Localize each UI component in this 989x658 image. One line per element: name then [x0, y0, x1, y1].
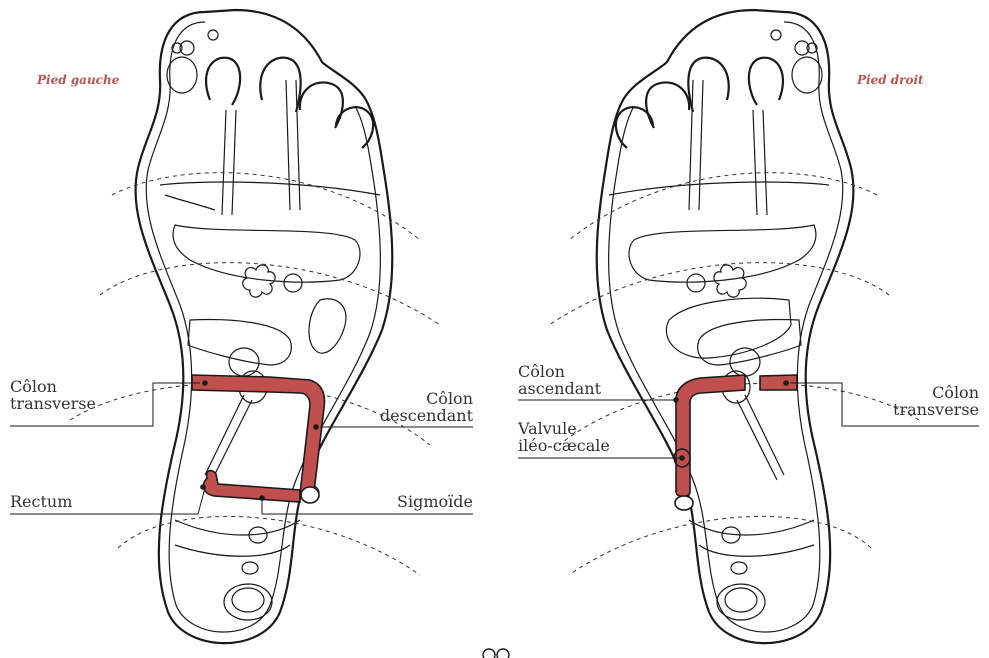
label-left-sigmoide: Sigmoïde — [370, 493, 473, 510]
left-colon-sigmoid-band — [203, 471, 300, 502]
left-colon-path — [192, 375, 324, 503]
label-line: Côlon — [518, 363, 601, 380]
label-right-colon-transverse: Côlon transverse — [870, 384, 979, 418]
label-left-colon-descendant: Côlon descendant — [370, 390, 473, 424]
label-line: iléo-cæcale — [518, 437, 610, 454]
label-line: Côlon — [10, 378, 96, 395]
right-foot — [597, 10, 854, 643]
label-line: Côlon — [370, 390, 473, 407]
left-foot — [136, 10, 393, 643]
left-foot-outline — [136, 10, 393, 643]
label-line: Valvule — [518, 420, 610, 437]
right-zone-arcs — [549, 173, 919, 575]
label-line: Côlon — [870, 384, 979, 401]
label-right-colon-ascendant: Côlon ascendant — [518, 363, 601, 397]
label-left-rectum: Rectum — [10, 493, 72, 510]
label-right-valvule: Valvule iléo-cæcale — [518, 420, 610, 454]
label-line: transverse — [10, 395, 96, 412]
left-zone-arcs — [70, 173, 440, 575]
label-line: ascendant — [518, 380, 601, 397]
label-line: transverse — [870, 401, 979, 418]
page-number-fragment — [483, 649, 509, 658]
label-left-colon-transverse: Côlon transverse — [10, 378, 96, 412]
right-colon-ascending-band — [676, 375, 745, 497]
left-foot-title: Pied gauche — [37, 73, 119, 87]
label-line: descendant — [370, 407, 473, 424]
right-foot-outline — [597, 10, 854, 643]
right-foot-title: Pied droit — [857, 73, 924, 87]
right-colon-path — [675, 375, 797, 510]
